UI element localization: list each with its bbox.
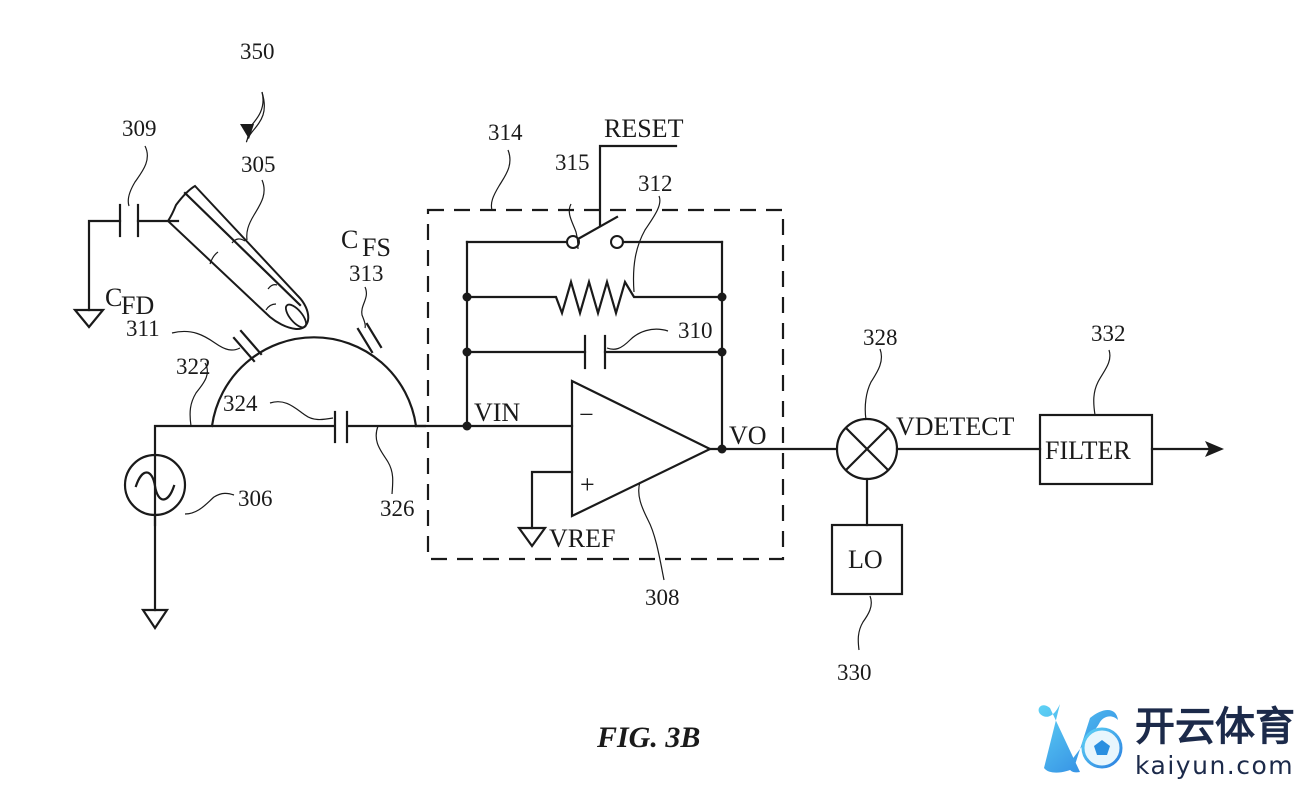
label-vin: VIN	[474, 398, 520, 427]
label-314: 314	[488, 120, 523, 145]
label-326: 326	[380, 496, 415, 521]
arrow-350-icon	[240, 124, 254, 139]
finger-icon	[166, 184, 310, 331]
label-minus: −	[579, 400, 594, 429]
label-310: 310	[678, 318, 713, 343]
label-cfd-c: C	[105, 283, 122, 312]
sense-amplifier-block-314	[414, 144, 837, 561]
lo-block-330	[830, 523, 904, 596]
label-315: 315	[555, 150, 590, 175]
cap-311-plate-b	[239, 329, 263, 356]
label-350: 350	[240, 39, 275, 64]
switch-315-contact-a	[566, 235, 580, 249]
finger-coupling-arc	[210, 336, 418, 428]
resistor-312	[465, 278, 724, 317]
label-312: 312	[638, 171, 673, 196]
label-reset: RESET	[604, 114, 684, 143]
figure-caption: FIG. 3B	[596, 721, 700, 754]
watermark-logo: 开云体育 kaiyun.com	[1038, 704, 1295, 780]
cfd-wire	[87, 219, 122, 312]
label-cfs-sub: FS	[362, 233, 391, 262]
label-313: 313	[349, 261, 384, 286]
reset-line	[598, 144, 678, 227]
drive-sense-network	[72, 184, 427, 630]
labels: 350 309 305 C FD 311 322 C FS 313 324 30…	[105, 39, 1131, 754]
watermark-brand-en: kaiyun.com	[1135, 751, 1294, 780]
cap-313-plate-a	[356, 327, 374, 354]
label-cfd-sub: FD	[121, 291, 154, 320]
watermark-brand-cn: 开云体育	[1135, 704, 1295, 750]
demod-chain	[830, 413, 1224, 596]
label-324: 324	[223, 391, 258, 416]
label-330: 330	[837, 660, 872, 685]
label-vref: VREF	[549, 524, 615, 553]
filter-label: FILTER	[1045, 436, 1131, 465]
label-332: 332	[1091, 321, 1126, 346]
op-amp-308	[570, 379, 713, 518]
label-vdetect: VDETECT	[896, 412, 1015, 441]
ground-icon	[140, 608, 170, 630]
label-plus: +	[580, 470, 595, 499]
leader-lines	[127, 91, 1111, 651]
label-308: 308	[645, 585, 680, 610]
k-logo-icon	[1038, 704, 1118, 773]
label-322: 322	[176, 354, 211, 379]
label-328: 328	[863, 325, 898, 350]
sine-icon	[134, 471, 176, 501]
ground-icon	[72, 308, 106, 329]
cap-313-plate-b	[365, 322, 383, 349]
cap-311-plate-a	[232, 336, 256, 363]
label-309: 309	[122, 116, 157, 141]
lo-label: LO	[848, 545, 883, 574]
label-305: 305	[241, 152, 276, 177]
switch-315-blade	[576, 215, 619, 241]
vref-ground-icon	[516, 526, 548, 548]
dashed-boundary	[426, 208, 785, 561]
switch-315-contact-b	[610, 235, 624, 249]
label-306: 306	[238, 486, 273, 511]
output-arrow-icon	[1205, 441, 1224, 457]
label-vo: VO	[729, 421, 767, 450]
label-cfs-c: C	[341, 225, 358, 254]
label-311: 311	[126, 316, 160, 341]
